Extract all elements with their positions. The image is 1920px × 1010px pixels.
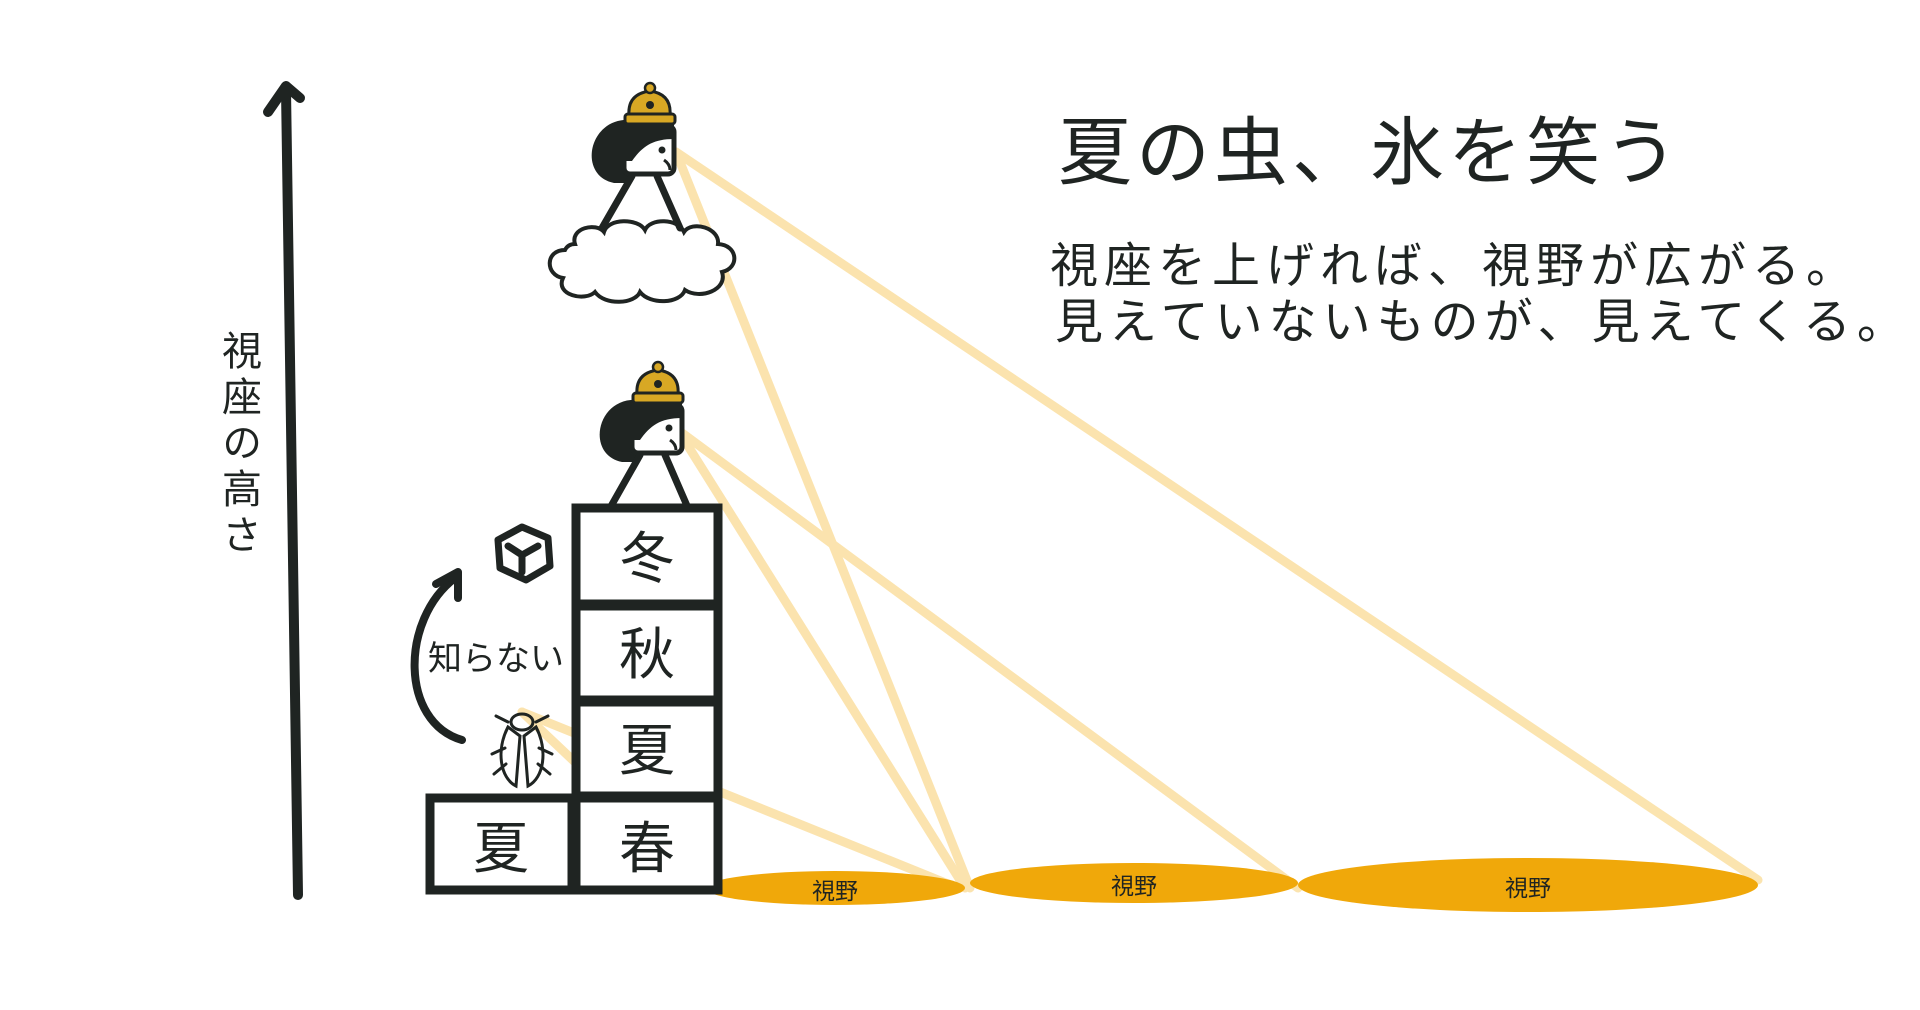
subtitle-line-1: 視座を上げれば、視野が広がる。	[1050, 238, 1860, 294]
block-winter: 冬	[571, 503, 723, 609]
field-of-view-high: 視野	[1298, 858, 1758, 912]
curved-arrow-icon	[410, 574, 466, 744]
block-spring-label: 春	[619, 817, 675, 882]
block-summer-single: 夏	[425, 793, 577, 895]
block-winter-label: 冬	[619, 527, 675, 592]
ice-cube-icon	[494, 523, 554, 584]
block-summer: 夏	[571, 697, 723, 801]
field-label-low: 視野	[812, 879, 858, 905]
cloud-icon	[547, 219, 737, 304]
field-label-high: 視野	[1505, 876, 1551, 902]
ray-top-to-mid-field-left	[671, 147, 975, 893]
block-summer-single-label: 夏	[473, 817, 529, 882]
axis-label: 視座の高さ	[215, 330, 261, 560]
unknown-label: 知らない	[428, 639, 564, 679]
person-on-blocks	[599, 360, 692, 512]
block-summer-label: 夏	[619, 719, 675, 784]
field-label-mid: 視野	[1111, 874, 1157, 900]
block-autumn: 秋	[571, 601, 723, 705]
cicada-icon	[490, 712, 554, 789]
block-spring: 春	[571, 793, 723, 895]
bell-icon	[631, 360, 685, 405]
bell-icon	[623, 81, 677, 126]
person-on-cloud	[547, 81, 737, 304]
subtitle-line-2: 見えていないものが、見えてくる。	[1055, 294, 1911, 350]
curved-arrow-head	[432, 568, 462, 602]
page-title: 夏の虫、氷を笑う	[1058, 110, 1682, 196]
ray-top-to-high-field-right	[671, 147, 1763, 885]
ray-mid-to-high-field-left	[673, 425, 1303, 893]
person-icon	[599, 399, 692, 512]
field-of-view-mid: 視野	[970, 863, 1298, 903]
ray-mid-to-low-field-right	[673, 425, 970, 893]
field-of-view-low: 視野	[705, 871, 965, 905]
up-arrow-icon	[263, 81, 305, 900]
block-autumn-label: 秋	[619, 623, 675, 688]
person-icon	[591, 119, 684, 232]
